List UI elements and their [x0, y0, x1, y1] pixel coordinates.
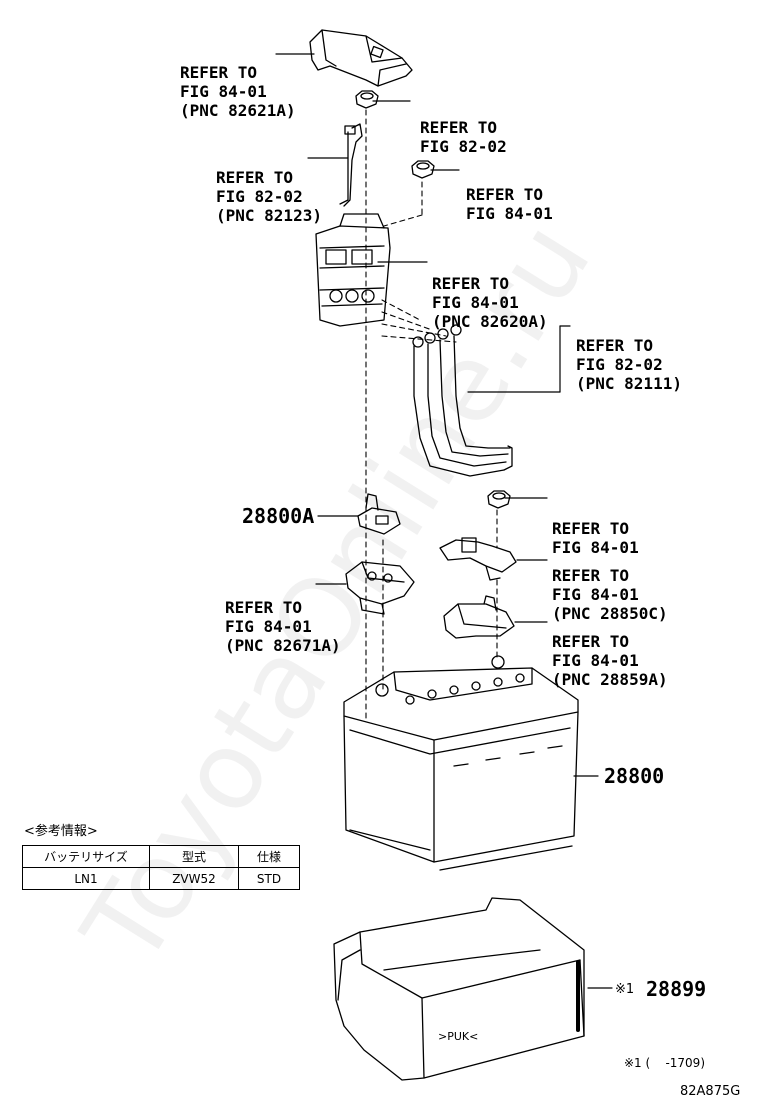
cell-spec: STD	[238, 867, 300, 890]
header-model: 型式	[149, 845, 239, 868]
cable-82123	[339, 123, 363, 207]
footnote-mark: ※1	[615, 982, 635, 997]
leader-lines	[275, 53, 613, 989]
terminal-cover-82621a	[309, 29, 413, 87]
cell-model: ZVW52	[149, 867, 239, 890]
terminal-28850c	[439, 537, 517, 581]
table-header-row: バッテリサイズ 型式 仕様	[22, 845, 300, 868]
battery-tray-28899	[333, 897, 585, 1081]
tray-marking: >PUK<	[438, 1030, 479, 1043]
clamp-28800a	[357, 493, 401, 535]
cell-battery-size: LN1	[22, 867, 150, 890]
header-spec: 仕様	[238, 845, 300, 868]
alignment-dashes	[365, 109, 498, 721]
part-number-28899: 28899	[646, 977, 707, 1001]
cable-harness-82111	[412, 324, 513, 477]
terminal-82671a	[345, 561, 415, 615]
terminal-28859a	[443, 595, 515, 639]
part-number-28800: 28800	[604, 764, 665, 788]
battery-28800	[343, 655, 579, 871]
reference-info-title: <参考情報>	[24, 824, 98, 839]
nut-right	[411, 160, 435, 179]
fusible-link-block	[315, 213, 391, 327]
nut-lower	[487, 490, 511, 509]
part-number-28800a: 28800A	[242, 504, 315, 528]
header-battery-size: バッテリサイズ	[22, 845, 150, 868]
reference-info-table: バッテリサイズ 型式 仕様 LN1 ZVW52 STD	[22, 845, 300, 890]
figure-code: 82A875G	[680, 1084, 741, 1099]
nut-top	[355, 90, 379, 109]
footnote: ※1 ( -1709)	[624, 1056, 705, 1070]
table-row: LN1 ZVW52 STD	[22, 867, 300, 890]
